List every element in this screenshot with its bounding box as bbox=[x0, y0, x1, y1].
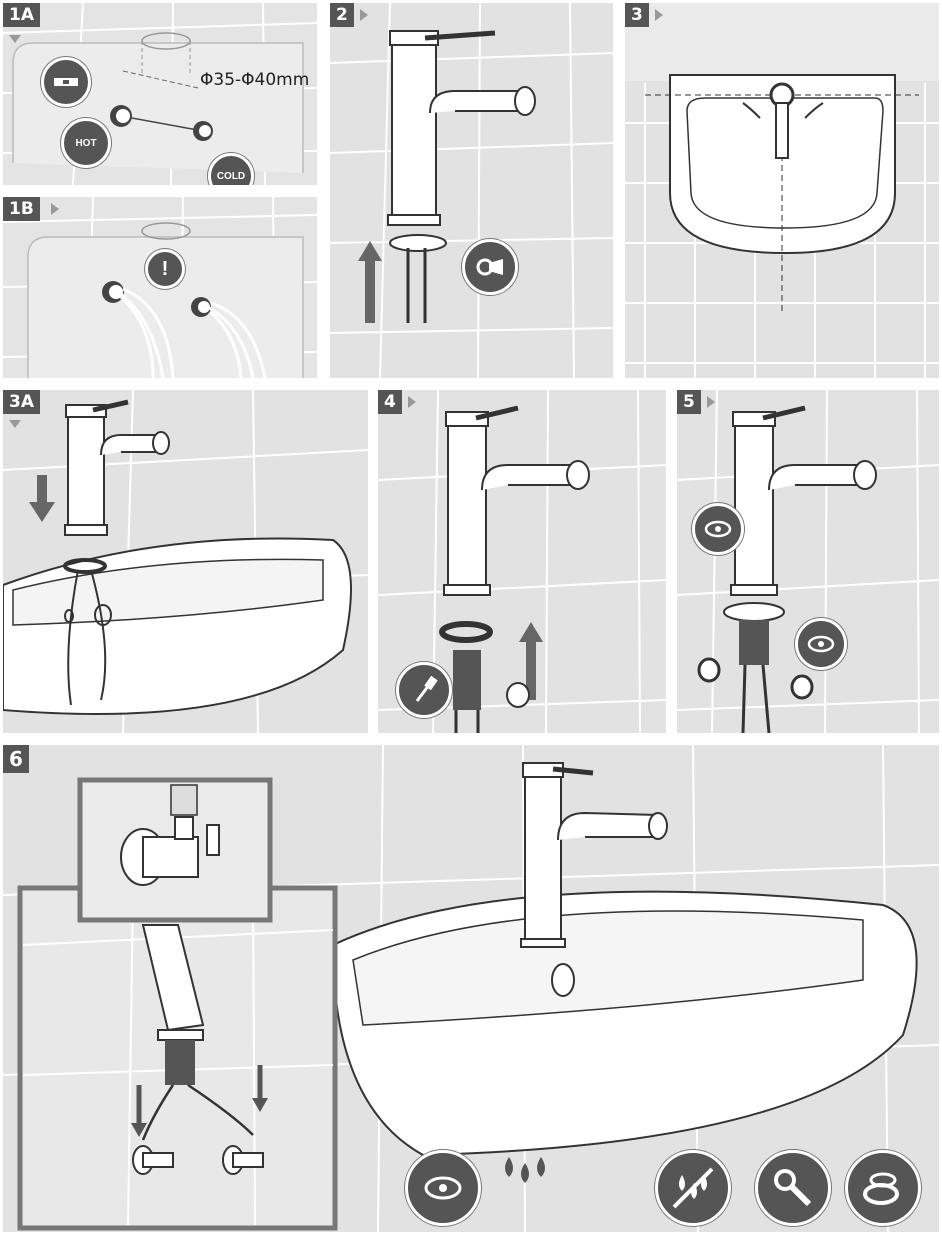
step-label-5: 5 bbox=[677, 390, 701, 414]
step-label-1b: 1B bbox=[3, 197, 40, 221]
step-label-2: 2 bbox=[330, 3, 354, 27]
step-arrow bbox=[707, 396, 715, 408]
step-arrow bbox=[9, 420, 21, 428]
faucet-install bbox=[330, 3, 613, 378]
step-label-4: 4 bbox=[378, 390, 402, 414]
panel-3: 3 bbox=[625, 3, 939, 378]
step-arrow bbox=[51, 203, 59, 215]
panel-1b: 1B ! bbox=[3, 197, 317, 378]
level-icon bbox=[41, 57, 91, 107]
faucet-on-sink bbox=[3, 390, 368, 733]
panel-2: 2 bbox=[330, 3, 613, 378]
wrench-icon bbox=[755, 1150, 831, 1226]
panel-6: 6 bbox=[3, 745, 939, 1232]
screwdriver-icon bbox=[396, 662, 452, 718]
seal-rings-icon bbox=[845, 1150, 921, 1226]
step-arrow bbox=[655, 9, 663, 21]
warning-icon: ! bbox=[145, 249, 185, 289]
dimension-label: Φ35-Φ40mm bbox=[200, 70, 309, 90]
eye-icon bbox=[692, 503, 744, 555]
step-label-3: 3 bbox=[625, 3, 649, 27]
hot-label: HOT bbox=[61, 118, 111, 168]
step-label-1a: 1A bbox=[3, 3, 40, 27]
faucet-check bbox=[677, 390, 939, 733]
step-label-3a: 3A bbox=[3, 390, 40, 414]
step-arrow bbox=[408, 396, 416, 408]
hand-tighten-icon bbox=[462, 239, 518, 295]
step-arrow bbox=[9, 35, 21, 43]
sink-alignment bbox=[625, 3, 939, 378]
panel-4: 4 bbox=[378, 390, 666, 733]
panel-5: 5 bbox=[677, 390, 939, 733]
eye-icon bbox=[405, 1150, 481, 1226]
step-label-6: 6 bbox=[3, 745, 29, 773]
panel-3a: 3A bbox=[3, 390, 368, 733]
eye-icon bbox=[795, 618, 847, 670]
no-leak-icon bbox=[655, 1150, 731, 1226]
panel-1a: 1A Φ35-Φ40mm HOT COLD bbox=[3, 3, 317, 185]
step-arrow bbox=[360, 9, 368, 21]
water-drops-icon bbox=[499, 1155, 555, 1195]
